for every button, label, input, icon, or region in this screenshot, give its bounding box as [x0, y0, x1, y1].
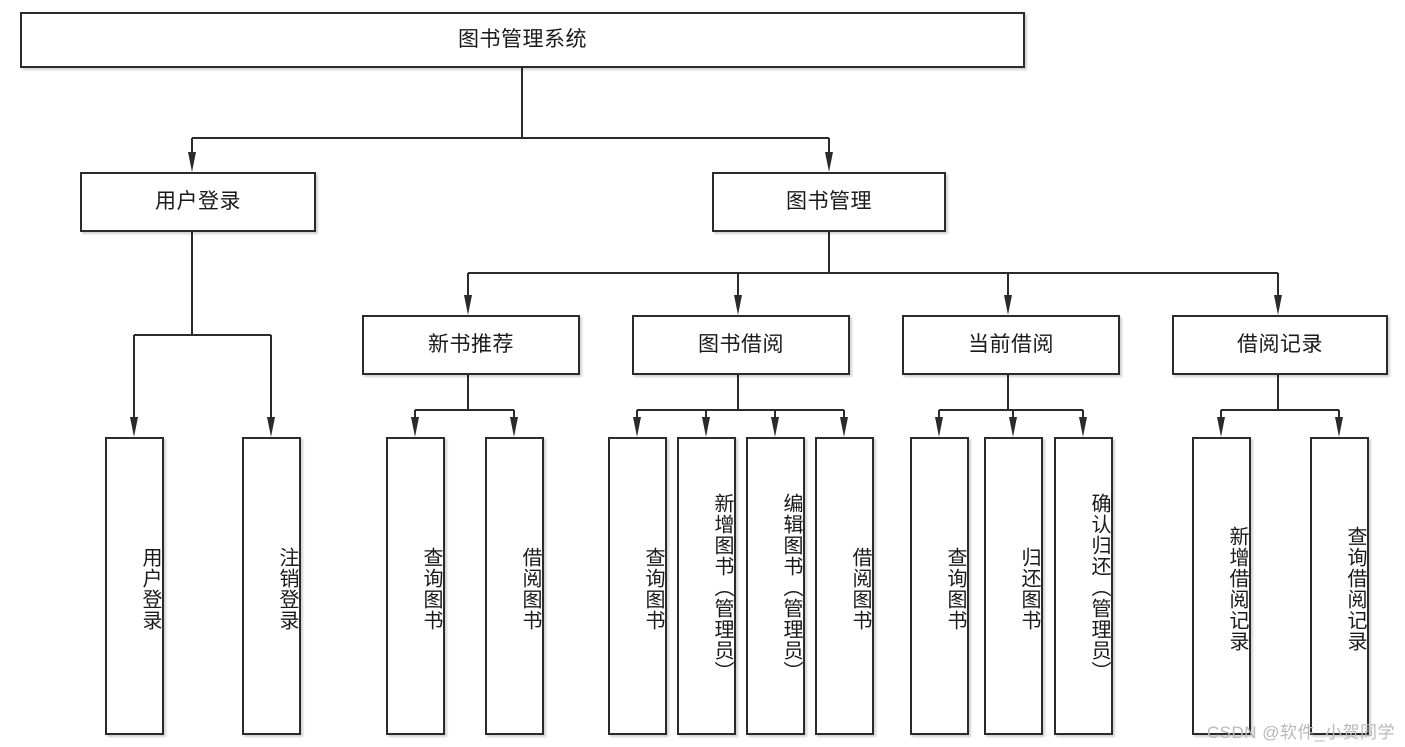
node-label: 图书管理	[786, 190, 872, 214]
node-leaf-borrow-book-recommend[interactable]: 借阅图书	[485, 437, 544, 735]
node-label: 归还图书	[1018, 547, 1040, 631]
node-label: 查询借阅记录	[1344, 526, 1366, 652]
node-leaf-query-book-recommend[interactable]: 查询图书	[386, 437, 445, 735]
node-user-login[interactable]: 用户登录	[80, 172, 316, 232]
watermark-text: CSDN @软件_小贺同学	[1206, 723, 1395, 742]
node-leaf-user-logout[interactable]: 注销登录	[242, 437, 301, 735]
node-root[interactable]: 图书管理系统	[20, 12, 1025, 68]
node-leaf-query-book-current[interactable]: 查询图书	[910, 437, 969, 735]
node-label: 图书管理系统	[458, 28, 587, 52]
node-leaf-borrow-book[interactable]: 借阅图书	[815, 437, 874, 735]
node-leaf-confirm-return-admin[interactable]: 确认归还（管理员）	[1054, 437, 1113, 735]
node-label: 查询图书	[420, 547, 442, 631]
node-label: 新书推荐	[428, 333, 514, 357]
node-label: 借阅图书	[849, 547, 871, 631]
node-label: 当前借阅	[968, 333, 1054, 357]
node-book-borrow[interactable]: 图书借阅	[632, 315, 850, 375]
node-leaf-add-borrow-record[interactable]: 新增借阅记录	[1192, 437, 1251, 735]
node-book-management[interactable]: 图书管理	[712, 172, 946, 232]
node-leaf-add-book-admin[interactable]: 新增图书（管理员）	[677, 437, 736, 735]
node-label: 编辑图书（管理员）	[780, 492, 802, 682]
node-label: 新增图书（管理员）	[711, 492, 733, 682]
node-label: 借阅记录	[1237, 333, 1323, 357]
node-current-borrow[interactable]: 当前借阅	[902, 315, 1120, 375]
node-label: 用户登录	[139, 547, 161, 631]
node-label: 确认归还（管理员）	[1088, 492, 1110, 682]
node-label: 新增借阅记录	[1226, 526, 1248, 652]
node-leaf-query-book-borrow[interactable]: 查询图书	[608, 437, 667, 735]
node-leaf-query-borrow-record[interactable]: 查询借阅记录	[1310, 437, 1369, 735]
node-leaf-edit-book-admin[interactable]: 编辑图书（管理员）	[746, 437, 805, 735]
node-borrow-record[interactable]: 借阅记录	[1172, 315, 1388, 375]
node-label: 用户登录	[155, 190, 241, 214]
node-label: 图书借阅	[698, 333, 784, 357]
node-label: 查询图书	[642, 547, 664, 631]
node-leaf-return-book[interactable]: 归还图书	[984, 437, 1043, 735]
node-leaf-user-login[interactable]: 用户登录	[105, 437, 164, 735]
node-new-book-recommend[interactable]: 新书推荐	[362, 315, 580, 375]
node-label: 借阅图书	[519, 547, 541, 631]
node-label: 查询图书	[944, 547, 966, 631]
node-label: 注销登录	[276, 547, 298, 631]
